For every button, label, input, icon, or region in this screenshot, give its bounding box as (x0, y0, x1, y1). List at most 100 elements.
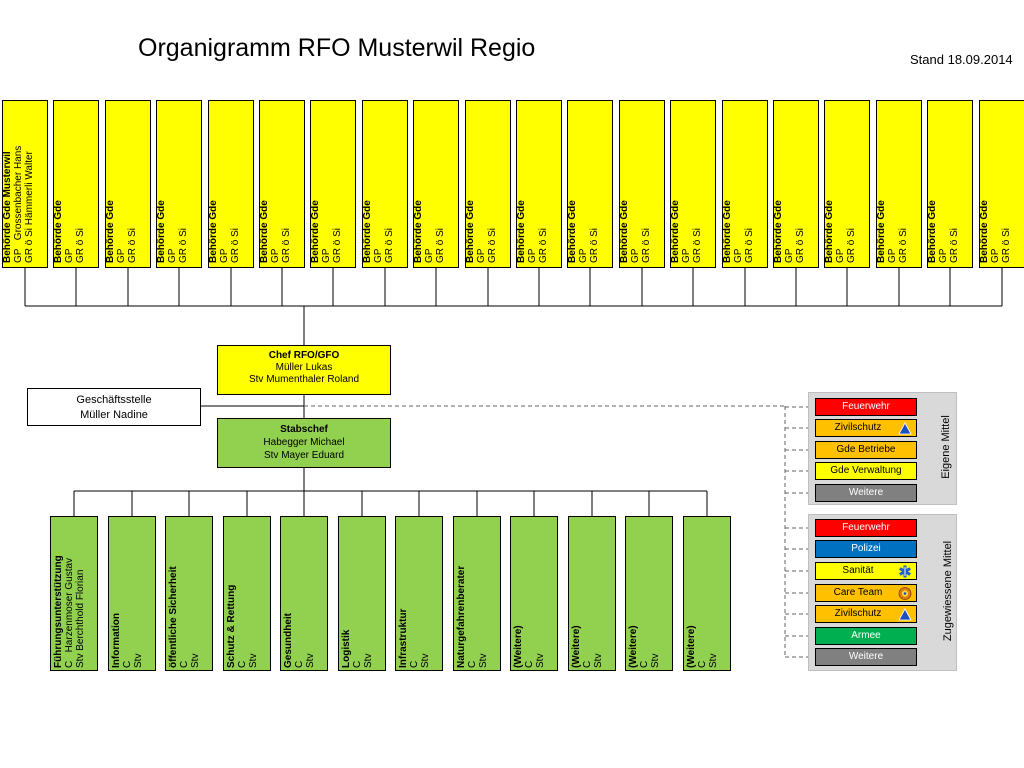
stabschef-box[interactable]: Stabschef Habegger Michael Stv Mayer Edu… (217, 418, 391, 468)
behoerde-title: Behörde Gde (619, 200, 630, 263)
behoerde-gp-label: GP (64, 248, 75, 263)
behoerde-st: GR ö Si (487, 105, 498, 263)
behoerde-gp-label: GP (835, 248, 846, 263)
behoerde-gp-label: GP (321, 248, 332, 263)
behoerde-st: GR ö Si (281, 105, 292, 263)
behoerde-gp: GP (167, 105, 178, 263)
behoerde-gp: GP (116, 105, 127, 263)
ressort-c: C (524, 520, 535, 667)
stabschef-name: Habegger Michael (263, 437, 345, 448)
ressort-c-label: C (697, 660, 708, 668)
mittel-item-label: Armee (851, 630, 881, 641)
behoerde-title: Behörde Gde (259, 200, 270, 263)
mittel-item[interactable]: Feuerwehr (815, 398, 917, 416)
mittel-item[interactable]: Weitere (815, 484, 917, 502)
behoerde-gp: GP (784, 105, 795, 263)
behoerde-st-label: GR ö Si (898, 227, 909, 263)
mittel-item[interactable]: Feuerwehr (815, 519, 917, 537)
mittel-item[interactable]: Zivilschutz (815, 605, 917, 623)
behoerde-gp-label: GP (476, 248, 487, 263)
behoerde-gp-label: GP (116, 248, 127, 263)
ressort-box[interactable]: (Weitere)C Stv (510, 516, 558, 671)
ressort-box[interactable]: (Weitere)C Stv (568, 516, 616, 671)
behoerde-st: GR ö Si (846, 105, 857, 263)
zivilschutz-triangle-icon (898, 422, 912, 435)
mittel-item[interactable]: Care Team (815, 584, 917, 602)
geschaeftsstelle-box[interactable]: Geschäftsstelle Müller Nadine (27, 388, 201, 426)
mittel-item[interactable]: Gde Verwaltung (815, 462, 917, 480)
mittel-item[interactable]: Gde Betriebe (815, 441, 917, 459)
behoerde-st-label: GR ö Si (744, 227, 755, 263)
ressort-stv: Stv (133, 520, 144, 667)
ressort-box[interactable]: (Weitere)C Stv (683, 516, 731, 671)
mittel-item-label: Weitere (848, 651, 884, 662)
ressort-c-label: C (237, 660, 248, 668)
mittel-item[interactable]: Sanität (815, 562, 917, 580)
stabschef-stv: Stv Mayer Eduard (263, 450, 345, 461)
ressort-stv-label: Stv (305, 653, 316, 668)
ressort-c: C (294, 520, 305, 667)
behoerde-title: Behörde Gde Musterwil (2, 151, 13, 263)
mittel-item-label: Zivilschutz (834, 422, 882, 433)
mittel-item[interactable]: Armee (815, 627, 917, 645)
behoerde-gp-label: GP (681, 248, 692, 263)
ressort-c: C (237, 520, 248, 668)
behoerde-st: GR ö Si (692, 105, 703, 263)
mittel-item[interactable]: Weitere (815, 648, 917, 666)
ressort-stv-label: Stv (248, 653, 259, 668)
behoerde-gp-label: GP (527, 248, 538, 263)
ressort-stv-name: Berchthold Florian (75, 569, 86, 651)
behoerde-title: Behörde Gde (516, 200, 527, 263)
ressort-box[interactable]: (Weitere)C Stv (625, 516, 673, 671)
behoerde-gp: GP (373, 105, 384, 263)
zivilschutz-triangle-icon (898, 608, 912, 621)
mittel-item-label: Gde Verwaltung (830, 465, 902, 476)
chef-rfo-box[interactable]: Chef RFO/GFO Müller Lukas Stv Mumenthale… (217, 345, 391, 395)
ressort-c: C Harzenmoser Gustav (64, 520, 75, 667)
behoerde-gp-label: GP (167, 248, 178, 263)
behoerde-gp: GP (476, 105, 487, 263)
mittel-item[interactable]: Zivilschutz (815, 419, 917, 437)
mittel-item[interactable]: Polizei (815, 540, 917, 558)
behoerde-gp: GP (887, 105, 898, 263)
behoerde-st: GR ö Si (898, 105, 909, 263)
behoerde-st: GR ö Si (332, 105, 343, 263)
ressort-title: Information (111, 612, 122, 668)
behoerde-st: GR ö Si Hämmerli Walter (24, 105, 35, 263)
